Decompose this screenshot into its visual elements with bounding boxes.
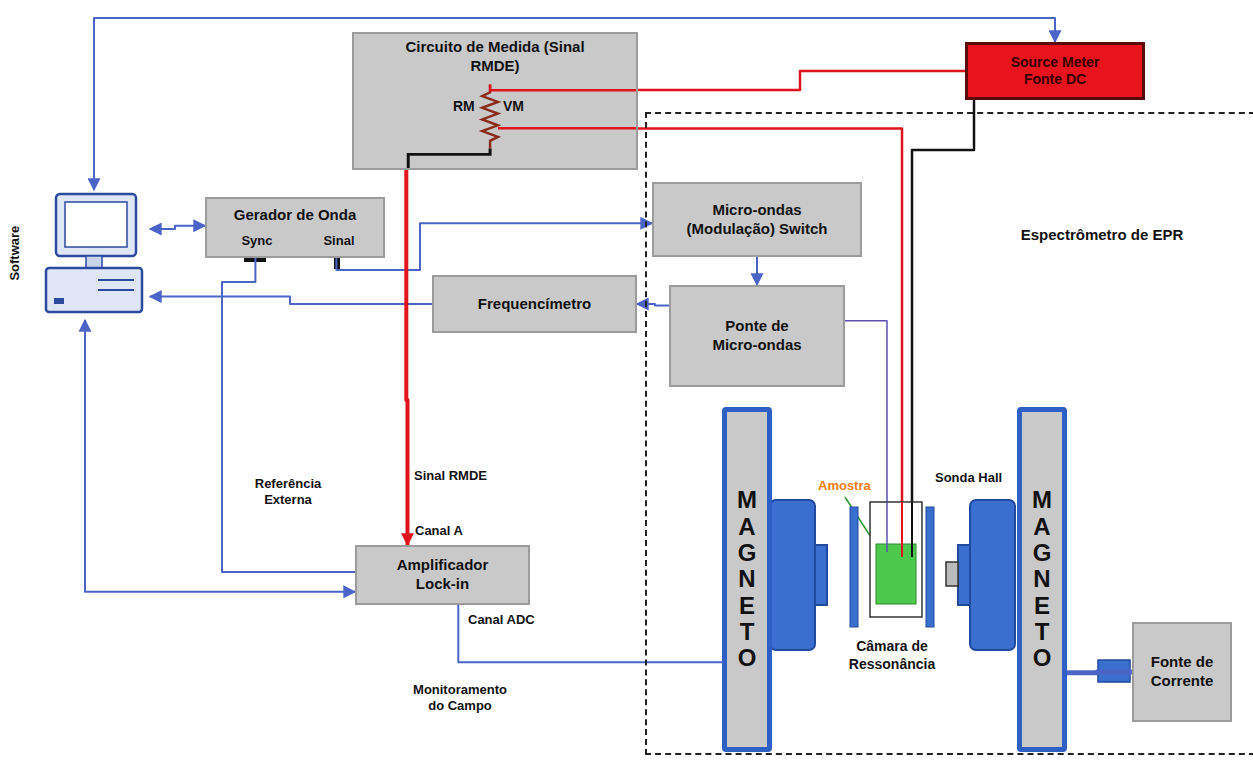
source-meter-box: Source Meter Fonte DC	[965, 42, 1145, 100]
connector	[150, 226, 205, 229]
connector	[637, 304, 669, 305]
red-wire	[901, 502, 903, 557]
sample	[876, 544, 916, 604]
node-title: Gerador de Onda	[207, 206, 383, 225]
pole-piece	[970, 500, 1015, 650]
node-title: Software	[7, 218, 23, 288]
connector	[1067, 670, 1132, 676]
node-title: Source Meter Fonte DC	[995, 54, 1115, 89]
connector	[406, 170, 407, 545]
red-wire	[498, 127, 636, 129]
node-title: MAGNETO	[1030, 487, 1054, 672]
connector	[638, 71, 965, 90]
node-title: Amplificador Lock-in	[378, 556, 508, 594]
microwave-switch-box: Micro-ondas (Modulação) Switch	[652, 182, 862, 257]
connector	[756, 257, 758, 285]
field-monitor-label: Monitoramento do Campo	[405, 682, 515, 713]
connector	[845, 321, 887, 502]
edge-label: Sinal RMDE	[413, 468, 488, 484]
pole-tip	[815, 545, 827, 605]
node-title: MAGNETO	[735, 487, 759, 672]
hall-probe-label: Sonda Hall	[935, 470, 1002, 486]
cavity-plate	[850, 507, 858, 627]
node-title: Ponte de Micro-ondas	[702, 317, 812, 355]
connector	[912, 100, 974, 502]
edge-label: Referência Externa	[232, 476, 344, 507]
measure-circuit-box: Circuito de Medida (Sinal RMDE)	[352, 32, 638, 170]
resistor-label: RM	[453, 98, 475, 115]
voltage-label: VM	[503, 98, 524, 115]
wave-generator-box: Gerador de OndaSync Sinal	[205, 197, 385, 258]
hall-probe	[946, 562, 958, 586]
waveguide-wire	[886, 502, 888, 552]
current-source-box: Fonte de Corrente	[1132, 622, 1232, 722]
node-title: Câmara de Ressonância	[827, 638, 957, 673]
magnet: MAGNETO	[722, 407, 772, 752]
pole-piece	[770, 500, 815, 650]
computer: Software	[38, 190, 150, 320]
resonance-chamber: Câmara de Ressonância	[842, 502, 942, 687]
node-title: Espectrômetro de EPR	[997, 226, 1207, 245]
port-label: Sync	[232, 233, 282, 249]
channel-label: Canal A	[415, 523, 463, 539]
channel-label: Canal ADC	[468, 612, 535, 628]
epr-spectrometer-region: Espectrômetro de EPR Micro-ondas (Modulaç…	[645, 112, 1253, 755]
sample-label: Amostra	[818, 478, 871, 494]
pole-tip	[958, 545, 970, 605]
port-label: Sinal	[314, 233, 364, 249]
node-title: Circuito de Medida (Sinal RMDE)	[405, 38, 585, 76]
node-title: Micro-ondas (Modulação) Switch	[672, 201, 842, 239]
black-wire	[408, 149, 490, 168]
magnet: MAGNETO	[1017, 407, 1067, 752]
connector	[458, 605, 722, 662]
connector	[85, 320, 355, 592]
resistor-symbol	[482, 84, 498, 148]
microwave-bridge-box: Ponte de Micro-ondas	[669, 285, 845, 387]
sample-tube	[870, 502, 922, 617]
node-title: Fonte de Corrente	[1142, 653, 1222, 691]
cavity-plate	[926, 507, 934, 627]
lock-in-box: Amplificador Lock-in	[355, 545, 530, 605]
node-title: Frequencímetro	[478, 295, 591, 314]
frequency-meter-box: Frequencímetro	[432, 275, 637, 333]
black-wire	[911, 502, 913, 557]
connector	[150, 297, 432, 304]
connector	[222, 258, 355, 572]
red-wire	[490, 84, 636, 90]
computer-icon	[38, 190, 150, 320]
